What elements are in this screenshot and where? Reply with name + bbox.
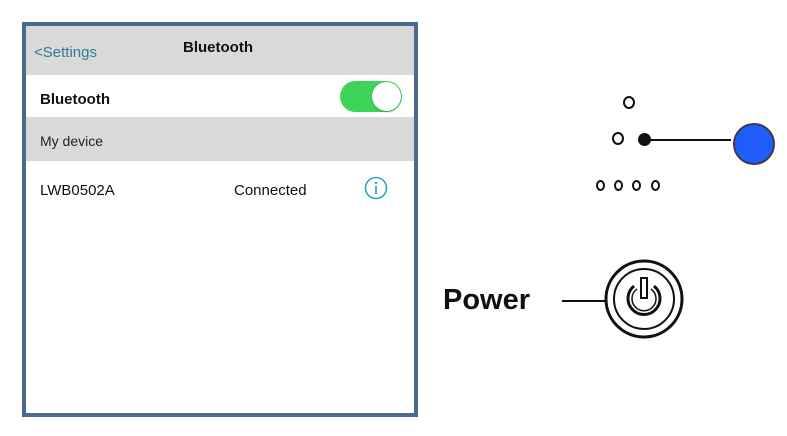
indicator-ring-bottom-1	[596, 180, 605, 191]
toggle-knob	[372, 82, 401, 111]
list-item[interactable]: LWB0502A Connected	[26, 161, 414, 217]
section-header-my-device: My device	[26, 117, 414, 161]
power-label: Power	[443, 284, 531, 316]
indicator-ring-middle	[612, 132, 624, 145]
device-name: LWB0502A	[40, 182, 115, 199]
section-header-label: My device	[40, 133, 104, 149]
info-icon[interactable]	[364, 176, 388, 200]
indicator-ring-bottom-2	[614, 180, 623, 191]
phone-screen: <Settings Bluetooth Bluetooth My device …	[22, 22, 418, 417]
device-status: Connected	[234, 182, 307, 199]
navigation-bar: <Settings Bluetooth	[26, 26, 414, 75]
bluetooth-label: Bluetooth	[40, 91, 110, 108]
back-settings-link[interactable]: <Settings	[34, 44, 97, 61]
indicator-ring-top	[623, 96, 635, 109]
indicator-ring-bottom-3	[632, 180, 641, 191]
power-icon[interactable]	[603, 258, 685, 340]
power-callout-line	[562, 300, 614, 302]
bluetooth-toggle-row: Bluetooth	[26, 75, 414, 117]
blue-led-indicator	[733, 123, 775, 165]
led-callout-line	[649, 139, 731, 141]
bluetooth-toggle[interactable]	[340, 81, 402, 112]
page-title: Bluetooth	[183, 39, 253, 56]
indicator-dot-active	[638, 133, 651, 146]
indicator-ring-bottom-4	[651, 180, 660, 191]
